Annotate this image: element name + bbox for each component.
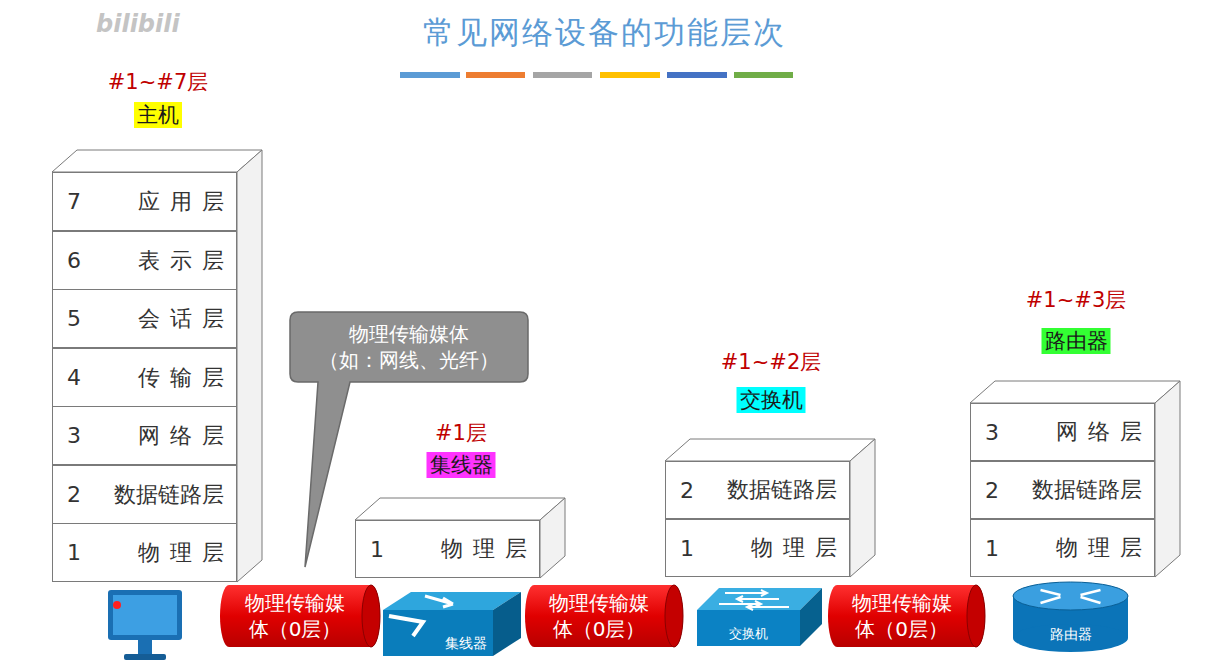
layer-box: 1 物理层 bbox=[52, 523, 237, 582]
stack-top-face bbox=[665, 439, 875, 461]
icon-label: 交换机 bbox=[697, 625, 800, 643]
callout-bubble: 物理传输媒体 （如：网线、光纤） bbox=[290, 312, 528, 382]
layer-name: 网络层 bbox=[1056, 417, 1152, 447]
layer-name: 会话层 bbox=[138, 304, 234, 334]
layer-name: 数据链路层 bbox=[1032, 475, 1142, 505]
layer-name: 网络层 bbox=[138, 421, 234, 451]
layer-name: 物理层 bbox=[138, 538, 234, 568]
device-name: 主机 bbox=[134, 102, 182, 128]
device-name: 集线器 bbox=[427, 452, 496, 478]
layer-name: 传输层 bbox=[138, 363, 234, 393]
stack-top-face bbox=[52, 150, 262, 172]
layer-number: 2 bbox=[680, 478, 694, 503]
stack-3d-faces bbox=[52, 150, 1180, 582]
layer-number: 1 bbox=[985, 536, 999, 561]
stack-side-face bbox=[540, 498, 565, 578]
layer-box: 1 物理层 bbox=[665, 519, 850, 577]
hub-icon: 集线器 bbox=[383, 592, 521, 656]
layer-range: #1层 bbox=[435, 420, 487, 446]
layer-box: 3 网络层 bbox=[970, 403, 1155, 461]
transmission-medium: 物理传输媒 体（0层） bbox=[220, 585, 380, 647]
layer-name: 表示层 bbox=[138, 246, 234, 276]
layer-range: #1~#2层 bbox=[721, 349, 822, 375]
device-stack: #1层集线器 1 物理层 bbox=[355, 420, 567, 578]
title-color-bars bbox=[400, 72, 793, 78]
medium-label: 物理传输媒 体（0层） bbox=[525, 585, 683, 647]
layer-box: 6 表示层 bbox=[52, 231, 237, 290]
watermark: bilibili bbox=[96, 10, 180, 38]
layer-name: 物理层 bbox=[1056, 533, 1152, 563]
layer-box: 1 物理层 bbox=[970, 519, 1155, 577]
layer-range: #1~#7层 bbox=[108, 69, 209, 95]
medium-label: 物理传输媒 体（0层） bbox=[220, 585, 380, 647]
stack-top-face bbox=[970, 381, 1180, 403]
layer-box: 2 数据链路层 bbox=[970, 461, 1155, 519]
layer-name: 数据链路层 bbox=[114, 480, 224, 510]
icon-label: 集线器 bbox=[445, 635, 487, 653]
layer-name: 物理层 bbox=[751, 533, 847, 563]
layer-box: 3 网络层 bbox=[52, 406, 237, 465]
layer-number: 2 bbox=[67, 482, 81, 507]
layer-number: 4 bbox=[67, 365, 81, 390]
layer-number: 1 bbox=[680, 536, 694, 561]
stack-side-face bbox=[237, 150, 262, 582]
layer-number: 1 bbox=[370, 537, 384, 562]
switch-icon: 交换机 bbox=[697, 588, 822, 646]
layer-box: 1 物理层 bbox=[355, 520, 540, 578]
stack-side-face bbox=[1155, 381, 1180, 577]
device-stack: #1~#7层主机 7 应用层 6 表示层 5 会话层 4 传输层 3 网络层 2 数据链路层 1 物理层 bbox=[52, 60, 264, 582]
layer-box: 2 数据链路层 bbox=[52, 465, 237, 524]
stack-side-face bbox=[850, 439, 875, 577]
layer-box: 2 数据链路层 bbox=[665, 461, 850, 519]
layer-name: 应用层 bbox=[138, 187, 234, 217]
computer-icon bbox=[108, 590, 182, 660]
transmission-medium: 物理传输媒 体（0层） bbox=[525, 585, 683, 647]
device-name: 路由器 bbox=[1042, 328, 1111, 354]
layer-number: 3 bbox=[985, 420, 999, 445]
layer-name: 数据链路层 bbox=[727, 475, 837, 505]
layer-box: 7 应用层 bbox=[52, 172, 237, 231]
medium-label: 物理传输媒体 （如：网线、光纤） bbox=[290, 312, 528, 382]
layer-number: 5 bbox=[67, 306, 81, 331]
stack-top-face bbox=[355, 498, 565, 520]
router-icon: 路由器 bbox=[1013, 582, 1128, 652]
layer-number: 1 bbox=[67, 540, 81, 565]
icon-label: 路由器 bbox=[1013, 626, 1128, 644]
device-stack: #1~#3层路由器 3 网络层 2 数据链路层 1 物理层 bbox=[970, 285, 1182, 577]
layer-box: 4 传输层 bbox=[52, 348, 237, 407]
medium-label: 物理传输媒 体（0层） bbox=[828, 585, 985, 647]
layer-number: 2 bbox=[985, 478, 999, 503]
layer-number: 3 bbox=[67, 423, 81, 448]
layer-number: 7 bbox=[67, 189, 81, 214]
device-stack: #1~#2层交换机 2 数据链路层 1 物理层 bbox=[665, 345, 877, 577]
page-title: 常见网络设备的功能层次 bbox=[0, 12, 1208, 54]
device-name: 交换机 bbox=[737, 387, 806, 413]
layer-number: 6 bbox=[67, 248, 81, 273]
layer-box: 5 会话层 bbox=[52, 289, 237, 348]
transmission-medium: 物理传输媒 体（0层） bbox=[828, 585, 985, 647]
layer-name: 物理层 bbox=[441, 534, 537, 564]
layer-range: #1~#3层 bbox=[1026, 287, 1127, 313]
